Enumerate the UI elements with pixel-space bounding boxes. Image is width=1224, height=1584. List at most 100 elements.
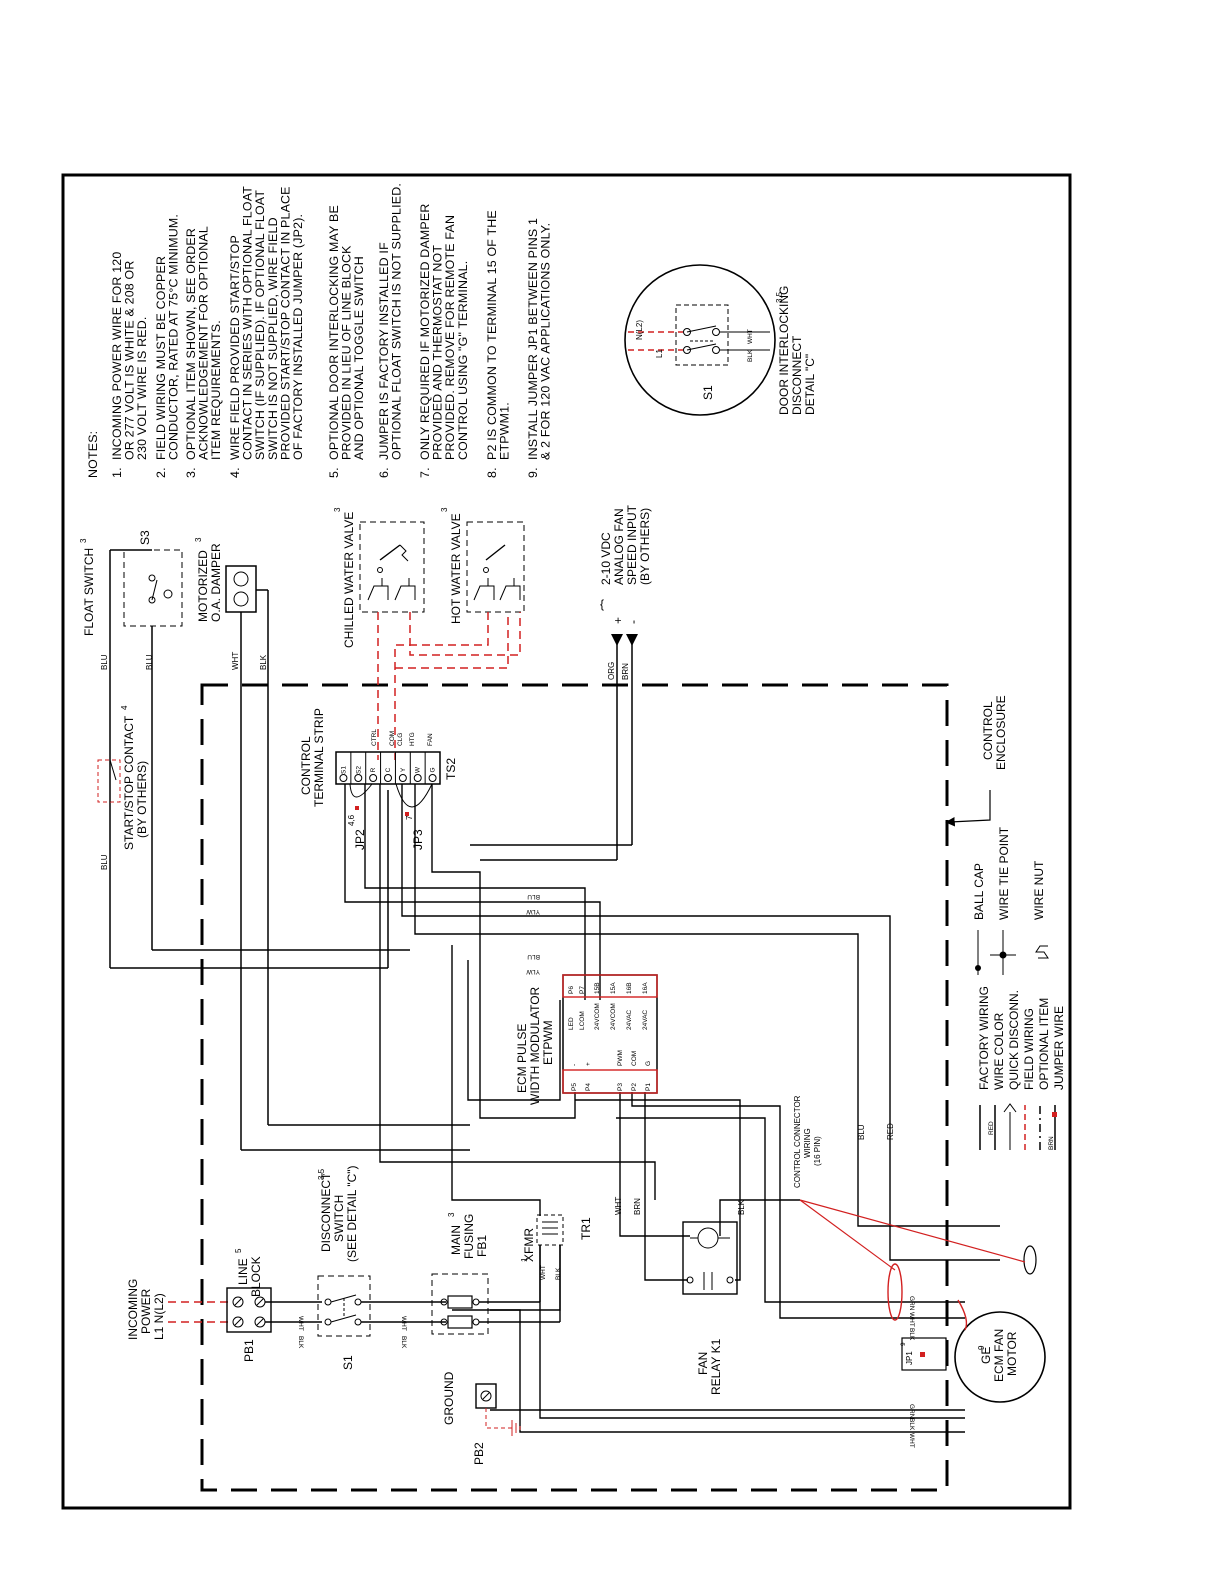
control-wires <box>344 784 1000 1433</box>
note-line: PROVIDED IN LIEU OF LINE BLOCK <box>340 245 354 460</box>
xfmr-blk: BLK <box>555 1267 562 1280</box>
ts-htg: HTG <box>409 732 416 746</box>
etpwm-pin-label: LCOM <box>579 1011 586 1030</box>
motor-wht-2: WHT <box>908 1433 915 1448</box>
note-number: 5. <box>327 467 341 478</box>
etpwm-module: P5-P4+P3PWMP2COMP1GP6LEDP7LCOM15B24VCOM1… <box>515 974 658 1105</box>
legend-qd: QUICK DISCONN. <box>1007 990 1021 1090</box>
start-stop-contact: START/STOP CONTACT (BY OTHERS) 4 <box>97 705 149 850</box>
etpwm-pin: P6 <box>568 986 575 994</box>
damper-sup: 3 <box>194 537 203 542</box>
wire-tag-blu: BLU <box>145 654 154 670</box>
incoming-2: POWER <box>139 1288 153 1334</box>
etpwm-pin-label: PWM <box>617 1050 624 1066</box>
detail-label-1: DOOR INTERLOCKING <box>777 286 791 415</box>
etpwm-pin-label: LED <box>568 1017 575 1030</box>
control-enclosure-boundary <box>200 683 949 1492</box>
wire-tag-brn: BRN <box>633 1198 642 1215</box>
strip-label-2: TERMINAL STRIP <box>312 708 326 807</box>
etpwm-pin-label: - <box>571 1064 578 1066</box>
legend-jumper: JUMPER WIRE <box>1052 1006 1066 1090</box>
note-line: P2 IS COMMON TO TERMINAL 15 OF THE <box>485 210 499 460</box>
line-block-1: LINE <box>236 1258 250 1285</box>
wire-tag-blk: BLK <box>259 654 268 670</box>
etpwm-pin: P4 <box>585 1083 592 1091</box>
ts-terminal-label: W <box>415 766 422 773</box>
note-line: & 2 FOR 120 VAC APPLICATIONS ONLY. <box>539 223 553 460</box>
float-switch: FLOAT SWITCH 3 S3 <box>79 530 183 636</box>
note-line: PROVIDED AND THERMOSTAT NOT <box>431 245 445 460</box>
damper-label-2: O.A. DAMPER <box>209 543 223 622</box>
hot-water-valve: HOT WATER VALVE 3 <box>440 507 525 624</box>
note-line: OPTIONAL FLOAT SWITCH IS NOT SUPPLIED. <box>390 183 404 460</box>
etpwm-pin: 15A <box>610 982 617 994</box>
note-line: ONLY REQUIRED IF MOTORIZED DAMPER <box>418 203 432 460</box>
etpwm-label-3: ETPWM <box>541 1020 555 1065</box>
notes-heading: NOTES: <box>86 431 100 478</box>
legend-sample-red: RED <box>988 1121 995 1135</box>
note-line: SWITCH (IF SUPPLIED). IF OPTIONAL FLOAT <box>253 190 267 460</box>
wire-tag-blu: BLU <box>100 854 109 870</box>
connector-3: (16 PIN) <box>813 1136 822 1166</box>
sheet-border <box>61 173 1072 1510</box>
detail-label-2: DISCONNECT <box>790 335 804 415</box>
etpwm-pin: P7 <box>579 986 586 994</box>
note-line: OPTIONAL DOOR INTERLOCKING MAY BE <box>327 205 341 460</box>
legend-optional: OPTIONAL ITEM <box>1037 998 1051 1090</box>
motorized-damper: MOTORIZED O.A. DAMPER 3 <box>194 537 257 622</box>
wire-tag-blk: BLK <box>737 1199 746 1215</box>
ts-clg: CLG <box>397 733 404 746</box>
analog-3: SPEED INPUT <box>625 504 639 585</box>
detail-s1: S1 <box>701 385 715 400</box>
etpwm-pin: 15B <box>594 982 601 994</box>
note-line: SWITCH IS NOT SUPPLIED, WIRE FIELD <box>266 217 280 460</box>
wire-blk-1: BLK <box>297 1336 304 1349</box>
s3-label: S3 <box>138 530 152 545</box>
damper-label-1: MOTORIZED <box>196 550 210 622</box>
note-number: 7. <box>418 467 432 478</box>
jp3-sup: 7 <box>405 815 414 820</box>
motor-blk-2: BLK <box>908 1418 915 1431</box>
note-line: 230 VOLT WIRE IS RED. <box>135 316 149 460</box>
wire-tag-wht: WHT <box>231 652 240 670</box>
etpwm-pin: 16A <box>642 982 649 994</box>
tr1-sup: 1 <box>520 1257 529 1262</box>
note-number: 4. <box>228 467 242 478</box>
detail-label-3: DETAIL "C" <box>803 354 817 415</box>
wire-blk-2: BLK <box>400 1336 407 1349</box>
etpwm-pin-label: G <box>645 1061 652 1066</box>
etpwm-pin: P1 <box>645 1083 652 1091</box>
motor-blk-1: BLK <box>908 1328 915 1341</box>
etpwm-pin-label: 24VCOM <box>610 1003 617 1030</box>
etpwm-pin-label: COM <box>631 1051 638 1066</box>
note-line: CONTACT IN SERIES WITH OPTIONAL FLOAT <box>241 186 255 460</box>
note-line: OPTIONAL ITEM SHOWN, SEE ORDER <box>184 228 198 460</box>
hot-sup: 3 <box>440 507 449 512</box>
analog-4: (BY OTHERS) <box>638 508 652 585</box>
note-line: WIRE FIELD PROVIDED START/STOP <box>228 235 242 460</box>
wire-tag-red: RED <box>886 1123 895 1140</box>
motor-grn-1: GRN <box>908 1296 915 1311</box>
detail-nl2: N(L2) <box>635 320 644 340</box>
analog-minus: - <box>626 620 640 624</box>
float-switch-label: FLOAT SWITCH <box>82 548 96 636</box>
note-line: INCOMING POWER WIRE FOR 120 <box>110 252 124 460</box>
incoming-3: L1 N(L2) <box>152 1293 166 1340</box>
line-block-2: BLOCK <box>249 1256 263 1297</box>
wire-tag-blu: BLU <box>527 893 540 900</box>
motor-1: GE <box>979 1347 993 1364</box>
pb2-label: PB2 <box>472 1442 486 1465</box>
wire-wht-1: WHT <box>297 1316 304 1331</box>
jp2-label: JP2 <box>353 829 367 850</box>
wire-wht-2: WHT <box>400 1316 407 1331</box>
disconnect-sup: 3,5 <box>317 1168 326 1180</box>
ts-fan: FAN <box>427 733 434 746</box>
note-line: CONTROL USING "G" TERMINAL. <box>456 261 470 460</box>
legend-factory: FACTORY WIRING <box>977 986 991 1090</box>
detail-sup: 3,5 <box>775 291 784 303</box>
etpwm-pin: 16B <box>626 982 633 994</box>
line-block-sup: 5 <box>234 1248 243 1253</box>
ts-terminal-label: S1 <box>340 766 347 774</box>
